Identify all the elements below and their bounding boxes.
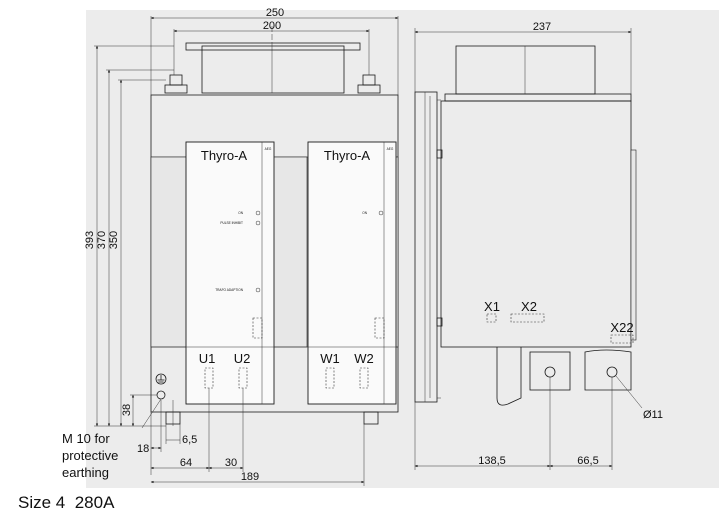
earth-note-line-1: M 10 for [62, 431, 110, 446]
dim-6-5: 6,5 [182, 434, 197, 446]
connector-x22: X22 [610, 320, 633, 335]
module-1-brand: AEG [265, 147, 272, 151]
dim-200: 200 [263, 20, 281, 32]
dim-138-5: 138,5 [478, 455, 506, 467]
module-2-title: Thyro-A [324, 148, 371, 163]
terminal-u2: U2 [234, 351, 251, 366]
connector-x1: X1 [484, 299, 500, 314]
dim-18: 18 [137, 443, 149, 455]
earth-ground-icon [155, 373, 167, 385]
dim-237: 237 [533, 21, 551, 33]
module-1-title: Thyro-A [201, 148, 248, 163]
dim-250: 250 [266, 7, 284, 19]
dim-66-5: 66,5 [577, 455, 598, 467]
module-1-led-on: ON [238, 211, 243, 215]
module-1-led-trafo: TRAFO ADAPTION [215, 288, 244, 292]
dim-189: 189 [241, 471, 259, 483]
led-icon [255, 220, 261, 226]
led-icon [255, 210, 261, 216]
terminal-u1: U1 [199, 351, 216, 366]
caption-current: 280A [74, 493, 115, 512]
module-1-led-pulse: PULSE INHIBIT [220, 221, 243, 225]
dim-370: 370 [96, 231, 108, 249]
dim-393: 393 [84, 231, 96, 249]
led-icon [378, 210, 384, 216]
front-view: Thyro-A AEG ON PULSE INHIBIT TRAFO ADAPT… [150, 26, 399, 426]
connector-x2: X2 [521, 299, 537, 314]
figure-caption: Size 4 280A [18, 493, 114, 513]
side-dimensions: 237 138,5 66,5 Ø11 [414, 21, 663, 470]
dim-dia-11: Ø11 [643, 409, 663, 421]
earth-note-line-3: earthing [62, 465, 109, 480]
earth-note-line-2: protective [62, 448, 118, 463]
dim-30: 30 [225, 457, 237, 469]
dim-38: 38 [121, 404, 133, 416]
module-2-led-on: ON [362, 211, 367, 215]
dim-64: 64 [180, 457, 192, 469]
module-2-brand: AEG [387, 147, 394, 151]
side-view: X1 X2 X22 [414, 45, 637, 406]
terminal-w1: W1 [320, 351, 340, 366]
dim-350: 350 [108, 231, 120, 249]
led-icon [255, 287, 261, 293]
front-dimensions: 250 200 393 370 350 38 M 10 for protecti… [62, 7, 399, 486]
terminal-w2: W2 [354, 351, 374, 366]
caption-size: Size 4 [18, 493, 66, 512]
